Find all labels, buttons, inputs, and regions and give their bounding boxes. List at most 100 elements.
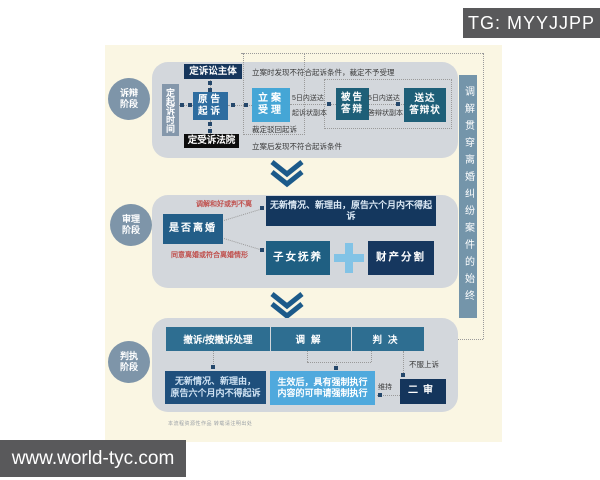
maintain-note: 维持 <box>378 384 392 391</box>
connector-line <box>228 105 252 106</box>
mediation-label: 调解 <box>295 335 327 346</box>
reconcile-note: 调解和好或判不离 <box>196 201 252 208</box>
source-caption: 本流程资源性作品 转载请注明出处 <box>168 421 253 427</box>
no-new-2-line2: 原告六个月内不得起诉 <box>170 387 261 398</box>
no-new-reason-label: 无新情况、新理由，原告六个月内不得起诉 <box>269 199 432 221</box>
connector-node <box>188 103 192 107</box>
down-chevron-icon <box>270 292 304 320</box>
filing-line2: 受理 <box>258 105 284 116</box>
withdraw-label: 撤诉/按撤诉处理 <box>183 335 253 346</box>
stage1-label-line1: 诉辩 <box>119 88 138 99</box>
tg-watermark-text: TG: MYYJJPP <box>467 12 595 33</box>
dismiss-note: 裁定驳回起诉 <box>252 125 297 134</box>
connector-node <box>231 103 235 107</box>
judgment-box: 判决 <box>352 327 424 351</box>
stage2-badge: 审理 阶段 <box>110 204 152 246</box>
court-box: 定受诉法院 <box>184 134 239 148</box>
second-trial-box: 二审 <box>400 379 446 404</box>
serve2-line2: 答辩状副本 <box>368 110 403 117</box>
filing-line1: 立案 <box>258 92 284 104</box>
connector-line <box>307 362 371 363</box>
site-watermark-text: www.world-tyc.com <box>11 447 175 469</box>
serve-reply-line2: 答辩状 <box>409 105 441 116</box>
filing-dotted-frame <box>243 53 305 135</box>
serve-reply-line1: 送达 <box>414 93 436 105</box>
connector-line <box>213 351 214 368</box>
connector-line <box>371 351 372 362</box>
connector-node <box>396 102 400 106</box>
connector-line <box>403 351 404 377</box>
mediation-box: 调解 <box>271 327 351 351</box>
court-label: 定受诉法院 <box>187 135 236 147</box>
appeal-note: 不服上诉 <box>409 360 439 369</box>
stage2-label-line1: 审理 <box>121 214 140 225</box>
connector-line <box>483 53 484 339</box>
defendant-line1: 被告 <box>340 92 364 104</box>
litigation-subject-box: 定诉讼主体 <box>184 64 242 79</box>
filing-time-bar: 定起诉时间 <box>162 84 179 136</box>
divorce-or-not-label: 是否离婚 <box>169 222 217 234</box>
connector-node <box>327 102 331 106</box>
child-custody-box: 子女抚养 <box>266 241 330 275</box>
judgment-label: 判决 <box>372 335 404 346</box>
agree-divorce-note: 同意离婚或符合离婚情形 <box>171 252 248 259</box>
second-trial-label: 二审 <box>408 385 438 397</box>
property-division-box: 财产分割 <box>368 241 434 275</box>
connector-line <box>210 120 211 134</box>
no-new-reason-box: 无新情况、新理由，原告六个月内不得起诉 <box>266 196 436 226</box>
child-custody-label: 子女抚养 <box>273 251 323 264</box>
connector-node <box>208 129 212 133</box>
plaintiff-sue-box: 原告 起诉 <box>193 92 228 120</box>
stage3-label-line1: 判执 <box>119 351 138 362</box>
tg-watermark-badge: TG: MYYJJPP <box>463 8 600 38</box>
connector-line <box>179 105 193 106</box>
connector-node <box>208 122 212 126</box>
connector-line <box>377 395 400 396</box>
site-watermark-badge: www.world-tyc.com <box>0 440 186 477</box>
serve1-line1: 5日内送达 <box>292 95 324 102</box>
serve1-line2: 起诉状副本 <box>292 110 327 117</box>
connector-node <box>378 393 382 397</box>
stage1-badge: 诉辩 阶段 <box>108 78 150 120</box>
plus-icon <box>345 243 353 273</box>
connector-node <box>334 366 338 370</box>
connector-line <box>369 104 404 105</box>
plaintiff-line1: 原告 <box>197 94 223 106</box>
defendant-line2: 答辩 <box>340 104 364 115</box>
stage2-label-line2: 阶段 <box>121 225 140 235</box>
connector-line <box>290 104 336 105</box>
stage3-label-line2: 阶段 <box>119 362 138 372</box>
connector-node <box>208 88 212 92</box>
stage1-label-line2: 阶段 <box>119 99 138 109</box>
litigation-subject-label: 定诉讼主体 <box>189 65 237 77</box>
no-new-2-line1: 无新情况、新理由， <box>174 376 256 387</box>
enforcement-line1: 生效后，具有强制执行 <box>277 376 368 387</box>
connector-line <box>307 351 308 362</box>
connector-node <box>244 103 248 107</box>
connector-node <box>401 373 405 377</box>
outcome-bar: 撤诉/按撤诉处理 调解 判决 <box>166 327 424 351</box>
connector-node <box>208 81 212 85</box>
down-chevron-icon <box>270 160 304 188</box>
connector-line <box>241 53 483 54</box>
connector-node <box>260 206 264 210</box>
serve2-line1: 5日内送达 <box>368 95 400 102</box>
mediation-side-bar: 调解贯穿离婚纠纷案件的始终 <box>459 75 477 318</box>
property-division-label: 财产分割 <box>376 251 426 264</box>
enforcement-box: 生效后，具有强制执行 内容的可申请强制执行 <box>270 371 375 405</box>
no-new-reason-box-2: 无新情况、新理由， 原告六个月内不得起诉 <box>165 371 266 404</box>
after-filing-note: 立案后发现不符合起诉条件 <box>252 142 342 151</box>
connector-line <box>336 362 337 369</box>
divorce-or-not-box: 是否离婚 <box>163 214 223 244</box>
defendant-answer-box: 被告 答辩 <box>336 88 369 120</box>
plaintiff-line2: 起诉 <box>197 106 223 117</box>
connector-node <box>180 103 184 107</box>
filing-reject-note: 立案时发现不符合起诉条件，裁定不予受理 <box>252 68 395 77</box>
serve-reply-box: 送达 答辩状 <box>404 88 446 122</box>
case-filing-box: 立案 受理 <box>252 88 290 122</box>
connector-node <box>211 365 215 369</box>
connector-node <box>260 248 264 252</box>
stage3-badge: 判执 阶段 <box>108 341 150 383</box>
enforcement-line2: 内容的可申请强制执行 <box>277 388 368 398</box>
